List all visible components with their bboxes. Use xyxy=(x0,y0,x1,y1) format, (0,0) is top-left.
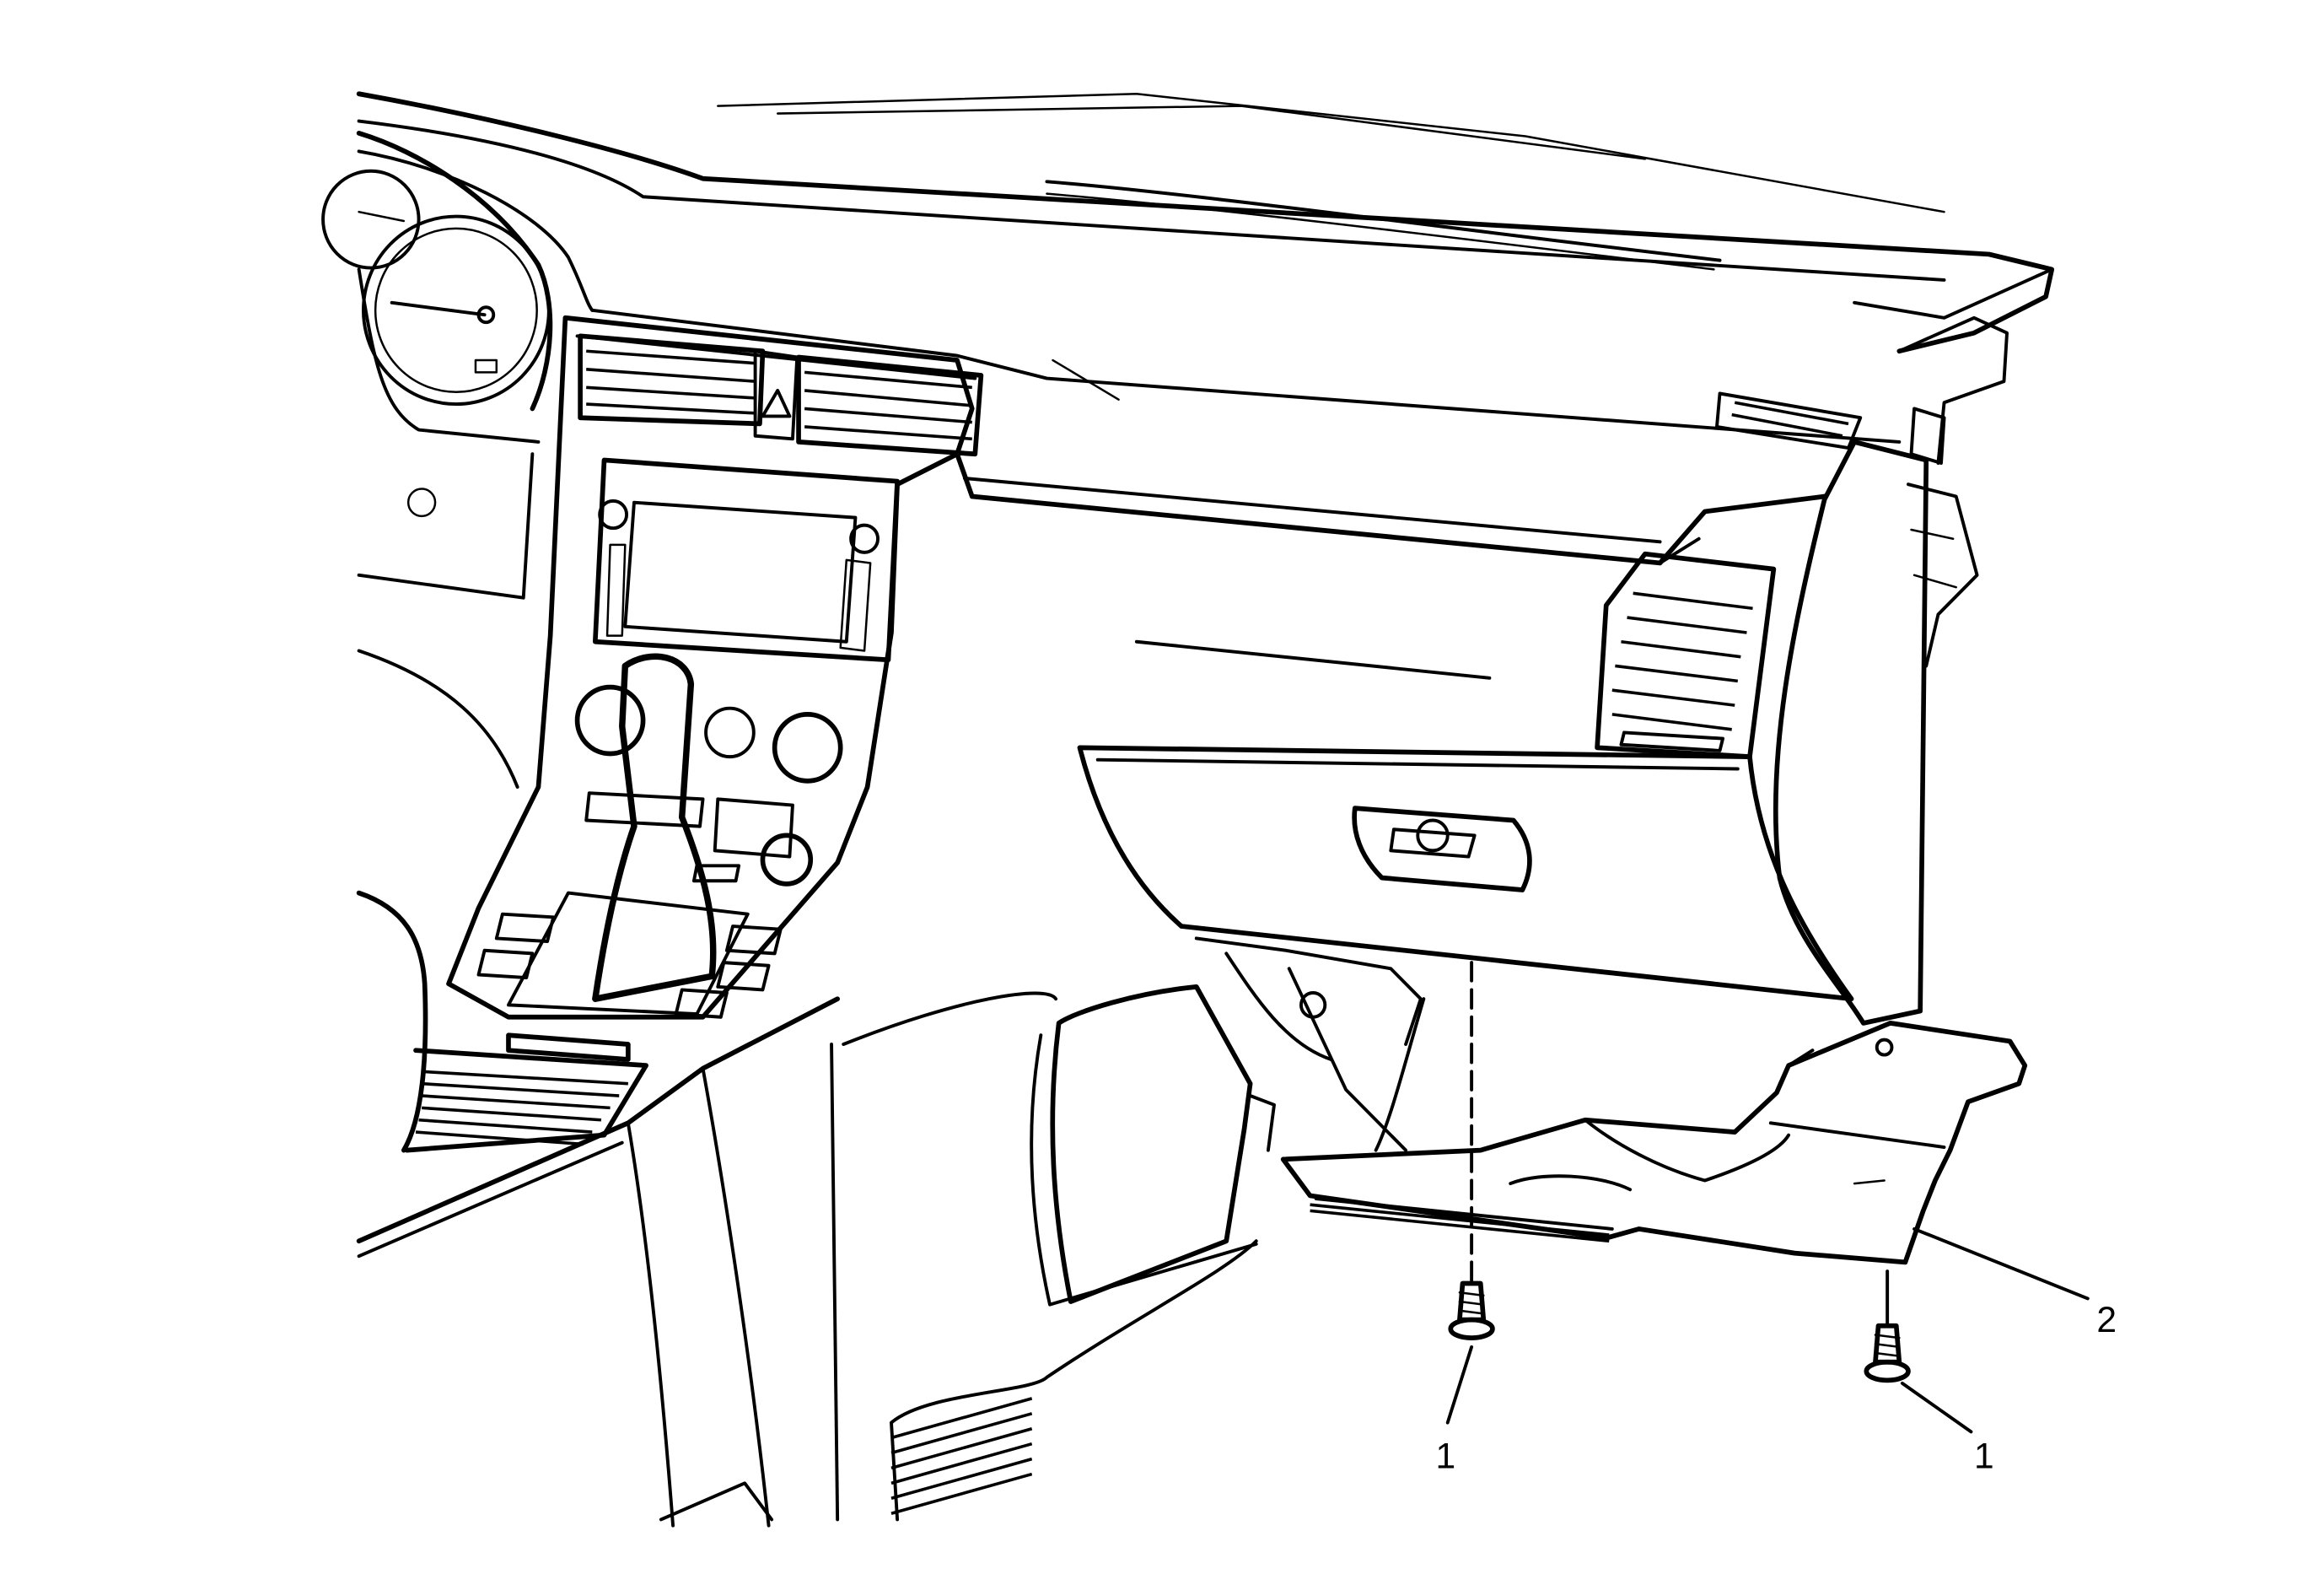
callout-1-left: 1 xyxy=(1436,1436,1456,1476)
center-console xyxy=(356,890,840,1528)
knee-bolster-panel xyxy=(1280,1021,2028,1265)
leader-lines xyxy=(1445,1226,2090,1434)
dash-top xyxy=(356,91,2055,444)
fastener-left xyxy=(1448,961,1495,1340)
callout-2: 2 xyxy=(2096,1300,2117,1340)
instrument-cluster xyxy=(321,131,553,789)
fastener-right xyxy=(1864,1269,1911,1383)
center-stack xyxy=(446,315,984,1020)
callout-1-right: 1 xyxy=(1974,1436,1994,1476)
instrument-panel-face xyxy=(659,315,2009,1522)
